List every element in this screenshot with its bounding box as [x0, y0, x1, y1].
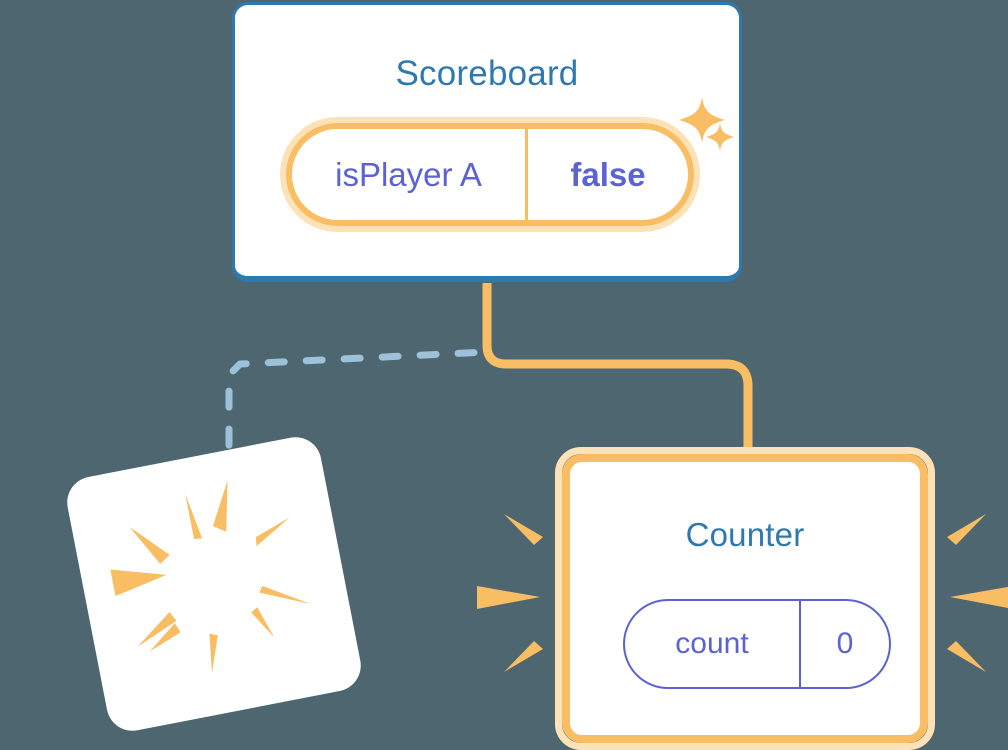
burst-ray-w [110, 569, 167, 597]
scoreboard-state-key: isPlayer A [292, 129, 528, 220]
burst-ray-sw [137, 612, 177, 647]
burst-ray-ene [255, 517, 290, 547]
burst-ray-nne [212, 480, 228, 532]
burst-ray-n [185, 493, 203, 539]
burst-ray-left-mid [477, 586, 540, 609]
card-rerender-burst[interactable] [62, 432, 366, 736]
burst-ray-right-mid [950, 586, 1008, 609]
counter-title: Counter [685, 516, 805, 553]
burst-ray-e [259, 585, 311, 604]
burst-ray-nw [129, 527, 170, 564]
scoreboard-pill-halo [280, 117, 700, 232]
burst-ray-left-bottom [504, 641, 543, 672]
counter-card-halo [555, 447, 935, 750]
scoreboard-state-pill[interactable]: isPlayer A false [280, 117, 700, 232]
card-counter[interactable]: Counter count 0 [555, 447, 935, 750]
scoreboard-pill-ring: isPlayer A false [286, 123, 694, 226]
burst-ray-ese [251, 607, 275, 638]
scoreboard-state-value: false [570, 155, 646, 193]
burst-ray-right-top [947, 514, 986, 545]
burst-ray-left-top [504, 514, 543, 545]
counter-state-key: count [625, 601, 801, 687]
card-scoreboard[interactable]: Scoreboard isPlayer A false [232, 2, 742, 282]
scoreboard-title: Scoreboard [395, 54, 579, 93]
burst-ray-right-bottom [947, 641, 986, 672]
counter-state-pill[interactable]: count 0 [623, 599, 891, 689]
burst-ray-s [209, 633, 218, 674]
counter-state-value: 0 [836, 627, 854, 660]
rerender-burst-rays [110, 480, 311, 674]
counter-card-border: Counter count 0 [562, 454, 928, 743]
burst-ray-ssw [149, 623, 181, 652]
connector-scoreboard-to-counter [482, 283, 753, 466]
